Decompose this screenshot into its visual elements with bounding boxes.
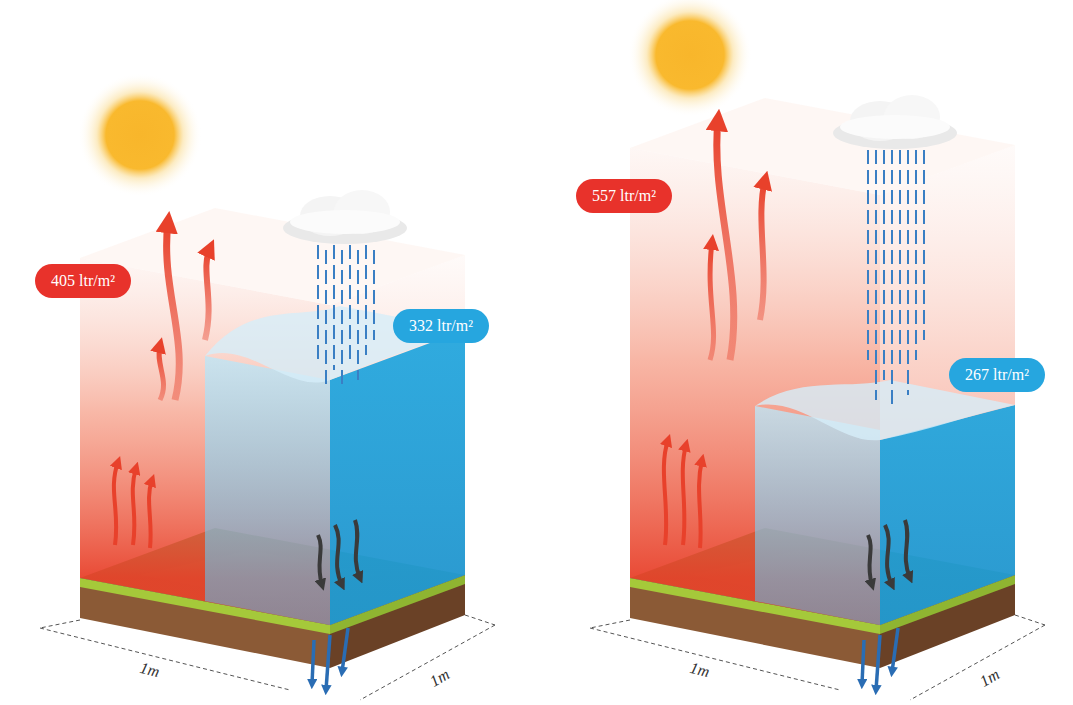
value-badge: 405 ltr/m² xyxy=(35,264,131,297)
value-text: 405 ltr/m² xyxy=(51,272,115,289)
dimension-label: 1m xyxy=(977,665,1003,690)
left-block xyxy=(40,73,495,700)
value-badge: 557 ltr/m² xyxy=(576,179,672,212)
value-text: 557 ltr/m² xyxy=(592,187,656,204)
value-text: 332 ltr/m² xyxy=(409,317,473,334)
value-text: 267 ltr/m² xyxy=(965,366,1029,383)
value-badge: 267 ltr/m² xyxy=(949,358,1045,391)
dimension-label: 1m xyxy=(138,659,161,681)
dimension-label: 1m xyxy=(688,659,711,681)
dimension-label: 1m xyxy=(427,665,453,690)
value-badge: 332 ltr/m² xyxy=(393,309,489,342)
right-block xyxy=(590,0,1045,700)
